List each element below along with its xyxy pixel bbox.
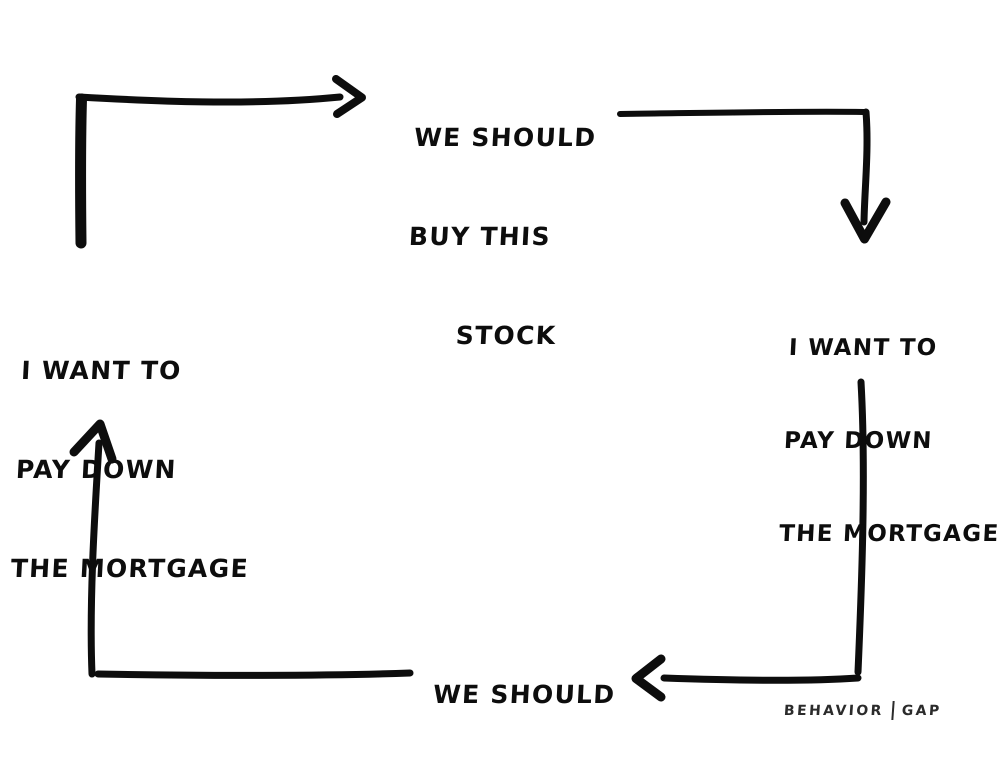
watermark-gap-text: GAP xyxy=(901,702,943,719)
arrow-right-to-bottom-stem-vertical xyxy=(854,378,867,676)
arrow-top-to-right-head-icon xyxy=(840,197,891,244)
arrow-bottom-to-left-head-icon xyxy=(69,419,117,464)
arrow-top-to-right-stem-vertical xyxy=(860,108,871,226)
node-label-right-line-1: I WANT TO xyxy=(788,335,939,361)
watermark-divider-icon xyxy=(891,701,895,720)
arrow-right-to-bottom-stem-horizontal xyxy=(660,674,862,684)
arrow-top-to-right xyxy=(617,108,891,244)
watermark-behavior-text: BEHAVIOR xyxy=(783,702,885,719)
node-label-right-line-2: PAY DOWN xyxy=(783,428,934,454)
arrow-right-to-bottom-head-icon xyxy=(631,654,666,702)
arrow-left-to-top-stem-vertical xyxy=(75,93,87,249)
node-label-right-line-3: THE MORTGAGE xyxy=(778,521,1000,547)
arrow-bottom-to-left xyxy=(69,419,414,679)
arrow-bottom-to-left-stem-vertical xyxy=(87,439,103,678)
node-label-bottom-line-1: WE SHOULD xyxy=(432,680,617,709)
arrow-bottom-to-left-stem-horizontal xyxy=(94,669,414,679)
arrow-left-to-top-stem-horizontal xyxy=(75,93,344,106)
node-label-left: I WANT TO PAY DOWN THE MORTGAGE xyxy=(6,288,263,651)
node-label-left-line-1: I WANT TO xyxy=(20,356,183,385)
node-label-top-line-1: WE SHOULD xyxy=(413,123,598,152)
arrow-top-to-right-stem-horizontal xyxy=(617,108,867,117)
node-label-top-line-3: STOCK xyxy=(455,321,558,350)
arrow-left-to-top-head-icon xyxy=(332,75,366,118)
arrow-left-to-top xyxy=(75,75,366,249)
node-label-left-line-2: PAY DOWN xyxy=(15,455,178,484)
node-label-top: WE SHOULD BUY THIS STOCK xyxy=(399,55,600,418)
node-label-bottom: WE SHOULD BUY SOME REAL ESTATE xyxy=(418,612,633,761)
node-label-top-line-2: BUY THIS xyxy=(408,222,552,251)
arrow-right-to-bottom xyxy=(631,378,867,702)
behavior-gap-watermark: BEHAVIOR GAP xyxy=(783,701,942,720)
node-label-left-line-3: THE MORTGAGE xyxy=(10,554,250,583)
node-label-right: I WANT TO PAY DOWN THE MORTGAGE xyxy=(775,271,1000,612)
